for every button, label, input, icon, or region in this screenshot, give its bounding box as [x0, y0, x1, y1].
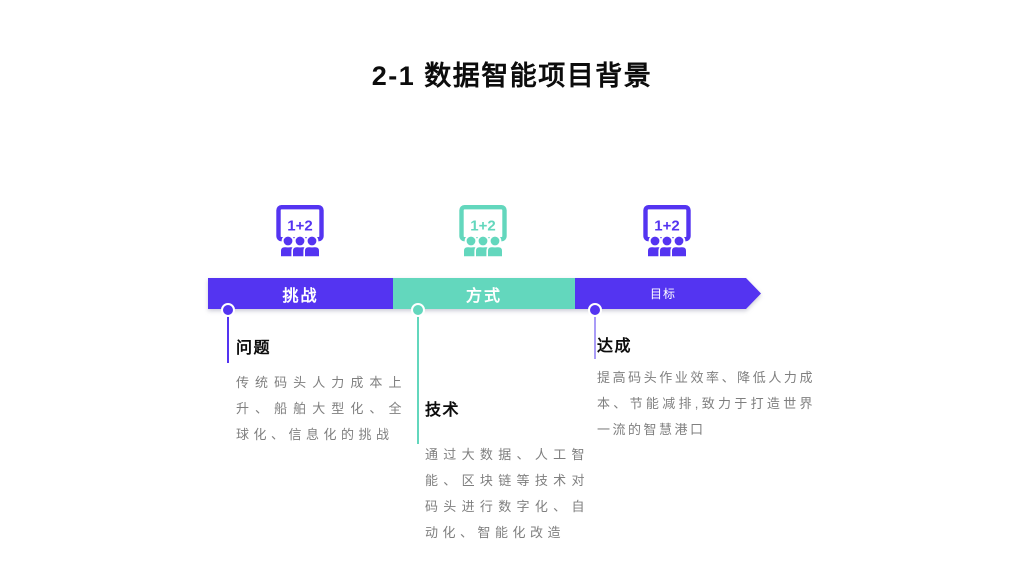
block-heading: 达成 — [597, 338, 633, 355]
page-title: 2-1 数据智能项目背景 — [371, 61, 653, 91]
classroom-icon: 1+2 — [637, 205, 697, 257]
process-arrow-bar: 挑战 方式 目标 — [208, 278, 761, 309]
icon-label: 1+2 — [287, 218, 312, 235]
connector-dot — [588, 303, 602, 317]
block-body: 传统码头人力成本上升、船舶大型化、全球化、信息化的挑战 — [236, 375, 406, 442]
icon-label: 1+2 — [470, 218, 495, 235]
connector-line — [594, 310, 596, 359]
block-heading: 问题 — [236, 340, 272, 357]
connector-dot — [221, 303, 235, 317]
connector-line — [417, 310, 419, 444]
segment-challenge: 挑战 — [208, 278, 393, 309]
block-body: 提高码头作业效率、降低人力成本、节能减排,致力于打造世界一流的智慧港口 — [597, 370, 815, 437]
connector-line — [227, 310, 229, 363]
segment-label: 目标 — [649, 287, 676, 301]
icon-label: 1+2 — [654, 218, 679, 235]
text-block-problem: 问题 传统码头人力成本上升、船舶大型化、全球化、信息化的挑战 — [236, 334, 406, 448]
text-block-technology: 技术 通过大数据、人工智能、区块链等技术对码头进行数字化、自动化、智能化改造 — [425, 396, 589, 546]
block-body: 通过大数据、人工智能、区块链等技术对码头进行数字化、自动化、智能化改造 — [425, 447, 589, 540]
segment-label: 方式 — [465, 287, 502, 305]
block-heading: 技术 — [425, 402, 461, 419]
segment-goal-arrow: 目标 — [575, 278, 761, 309]
connector-dot — [411, 303, 425, 317]
text-block-achievement: 达成 提高码头作业效率、降低人力成本、节能减排,致力于打造世界一流的智慧港口 — [597, 332, 815, 443]
segment-method: 方式 — [393, 278, 575, 309]
classroom-icon: 1+2 — [270, 205, 330, 257]
classroom-icon: 1+2 — [453, 205, 513, 257]
segment-label: 挑战 — [282, 287, 319, 305]
